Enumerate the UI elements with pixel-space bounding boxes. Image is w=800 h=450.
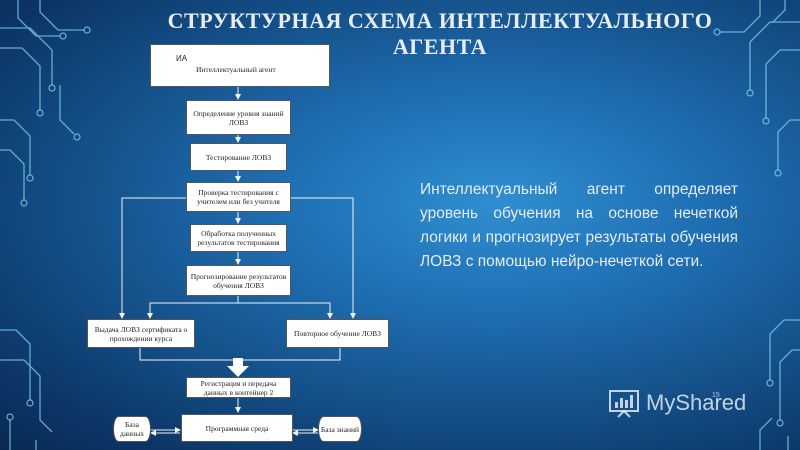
node-label: База данных xyxy=(120,420,144,438)
node-label: Проверка тестирования с учителем или без… xyxy=(197,188,280,206)
slide-title-line2: АГЕНТА xyxy=(392,34,488,59)
node-label: Выдача ЛОВЗ сертификата о прохождении ку… xyxy=(94,324,188,343)
node-forecast: Прогнозирование результатов обучения ЛОВ… xyxy=(186,265,291,296)
slide-body-text: Интеллектуальный агент определяет уровен… xyxy=(420,181,738,270)
node-label: Определение уровня знаний ЛОВЗ xyxy=(193,108,284,127)
agent-icon-label: ИА xyxy=(176,54,188,63)
node-retrain: Повторное обучение ЛОВЗ xyxy=(286,319,389,348)
node-label: База знаний xyxy=(320,424,360,434)
node-label: Регистрация и передача данных в контейне… xyxy=(200,378,277,397)
node-level-determination: Определение уровня знаний ЛОВЗ xyxy=(186,100,291,135)
node-label: Прогнозирование результатов обучения ЛОВ… xyxy=(190,271,287,290)
database-cylinder: База данных xyxy=(113,416,151,442)
node-label: Повторное обучение ЛОВЗ xyxy=(294,329,381,338)
node-certificate: Выдача ЛОВЗ сертификата о прохождении ку… xyxy=(87,319,195,348)
node-check-testing: Проверка тестирования с учителем или без… xyxy=(186,182,291,212)
node-register: Регистрация и передача данных в контейне… xyxy=(186,377,291,398)
node-label: Интеллектуальный агент xyxy=(196,65,276,74)
node-testing: Тестирование ЛОВЗ xyxy=(190,143,287,171)
node-processing-results: Обработка полученных результатов тестиро… xyxy=(190,224,287,252)
watermark: MyShared xyxy=(608,386,783,420)
node-intelligent-agent: Интеллектуальный агент xyxy=(150,44,330,87)
myshared-logo-icon xyxy=(609,390,639,418)
node-label: Программная среда xyxy=(205,423,269,433)
slide-title: СТРУКТУРНАЯ СХЕМА ИНТЕЛЛЕКТУАЛЬНОГО АГЕН… xyxy=(110,8,770,60)
node-label: Тестирование ЛОВЗ xyxy=(205,152,272,162)
watermark-text: MyShared xyxy=(646,390,747,415)
slide-title-line1: СТРУКТУРНАЯ СХЕМА ИНТЕЛЛЕКТУАЛЬНОГО xyxy=(167,8,713,33)
node-label: Обработка полученных результатов тестиро… xyxy=(197,229,280,247)
node-software-environment: Программная среда xyxy=(181,414,293,442)
knowledge-base-cylinder: База знаний xyxy=(318,416,362,442)
page-number: 15 xyxy=(712,392,720,399)
